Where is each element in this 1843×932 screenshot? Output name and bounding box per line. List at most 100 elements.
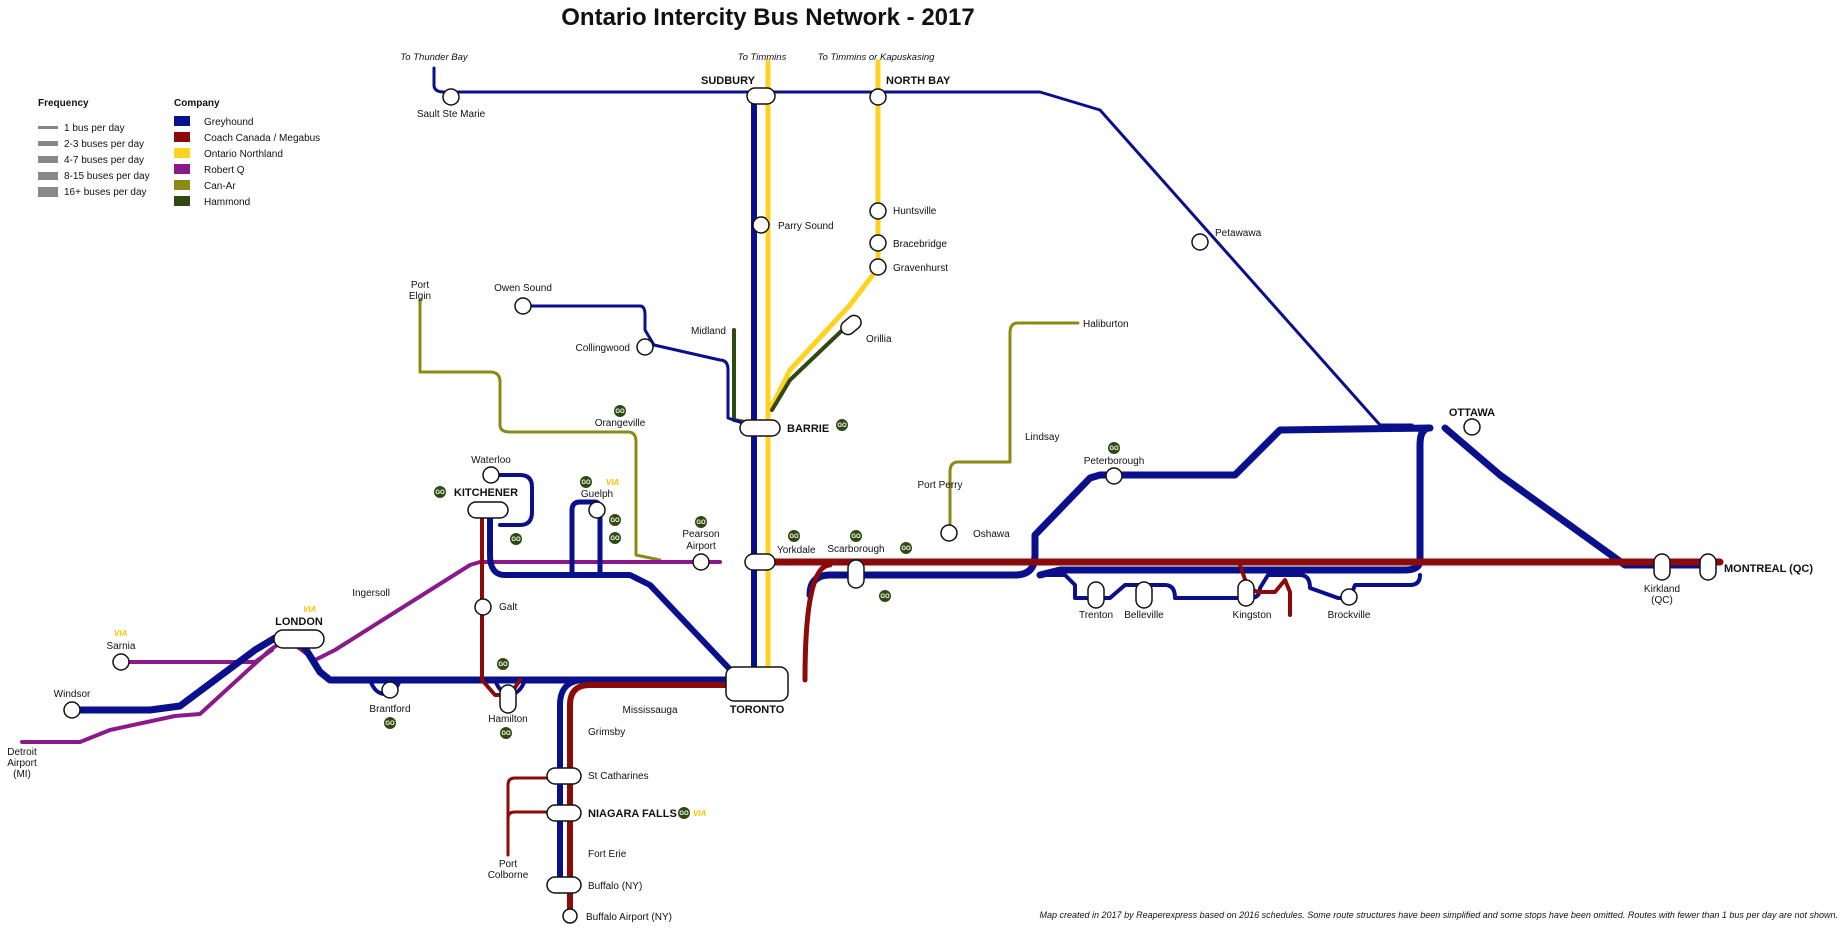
stop-trenton[interactable] bbox=[1087, 581, 1105, 609]
label-sarnia: Sarnia bbox=[107, 641, 136, 652]
route-greyhound-401 bbox=[1038, 573, 1422, 600]
map-title: Ontario Intercity Bus Network - 2017 bbox=[561, 4, 974, 31]
stop-belleville[interactable] bbox=[1135, 581, 1153, 609]
route-greyhound-owen-sound bbox=[521, 304, 750, 427]
freq-label-3: 4-7 buses per day bbox=[64, 155, 144, 166]
stop-huntsville[interactable] bbox=[869, 202, 887, 220]
stop-niagara-falls[interactable] bbox=[546, 804, 582, 822]
go-icon: GO bbox=[850, 530, 862, 542]
stop-sault-ste-marie[interactable] bbox=[442, 88, 460, 106]
stop-galt[interactable] bbox=[474, 598, 492, 616]
label-buffalo-airport: Buffalo Airport (NY) bbox=[586, 912, 672, 923]
svg-text:GO: GO bbox=[501, 731, 511, 737]
company-label-ontario-northland: Ontario Northland bbox=[204, 149, 283, 160]
svg-text:VIA: VIA bbox=[693, 809, 707, 818]
stop-petawawa[interactable] bbox=[1191, 233, 1209, 251]
stop-gravenhurst[interactable] bbox=[869, 258, 887, 276]
route-greyhound-north bbox=[432, 66, 1414, 427]
stop-owen-sound[interactable] bbox=[514, 297, 532, 315]
stop-brantford[interactable] bbox=[381, 681, 399, 699]
company-label-hammond: Hammond bbox=[204, 197, 250, 208]
route-coach-canada-port-colborne bbox=[506, 776, 562, 857]
stop-st-catharines[interactable] bbox=[546, 767, 582, 785]
via-icon: VIA bbox=[693, 809, 707, 818]
route-ontario-northland-north-bay bbox=[767, 59, 881, 413]
label-parry-sound: Parry Sound bbox=[778, 221, 834, 232]
stop-yorkdale[interactable] bbox=[744, 553, 776, 571]
svg-text:GO: GO bbox=[1109, 446, 1119, 452]
stop-peterborough[interactable] bbox=[1105, 467, 1123, 485]
svg-text:GO: GO bbox=[789, 534, 799, 540]
label-orillia: Orillia bbox=[866, 334, 892, 345]
stop-sarnia[interactable] bbox=[112, 653, 130, 671]
label-orangeville: Orangeville bbox=[595, 418, 646, 429]
stop-london[interactable] bbox=[273, 629, 325, 649]
label-fort-erie: Fort Erie bbox=[588, 849, 627, 860]
stop-brockville[interactable] bbox=[1340, 588, 1358, 606]
stop-pearson-airport[interactable] bbox=[692, 553, 710, 571]
label-london: LONDON bbox=[275, 616, 323, 628]
stop-guelph[interactable] bbox=[588, 501, 606, 519]
stop-orillia[interactable] bbox=[838, 313, 864, 338]
label-waterloo: Waterloo bbox=[471, 455, 511, 466]
stop-ottawa[interactable] bbox=[1463, 418, 1481, 436]
via-icon: VIA bbox=[606, 478, 620, 487]
svg-text:GO: GO bbox=[696, 520, 706, 526]
stop-kirkland[interactable] bbox=[1653, 553, 1671, 581]
label-collingwood: Collingwood bbox=[576, 343, 630, 354]
label-midland: Midland bbox=[691, 326, 726, 337]
label-port-colborne-1: Port bbox=[499, 859, 518, 870]
company-swatch-can-ar bbox=[174, 180, 190, 190]
stop-windsor[interactable] bbox=[63, 701, 81, 719]
stop-barrie[interactable] bbox=[739, 419, 781, 437]
go-icon: GO bbox=[500, 727, 512, 739]
stop-toronto[interactable] bbox=[725, 666, 789, 702]
stop-buffalo[interactable] bbox=[546, 876, 582, 894]
stop-scarborough[interactable] bbox=[847, 559, 865, 589]
label-sudbury: SUDBURY bbox=[701, 75, 756, 87]
stop-collingwood[interactable] bbox=[636, 338, 654, 356]
company-swatch-robert-q bbox=[174, 164, 190, 174]
svg-text:GO: GO bbox=[679, 811, 689, 817]
svg-text:GO: GO bbox=[610, 536, 620, 542]
go-icon: GO bbox=[788, 530, 800, 542]
svg-text:GO: GO bbox=[435, 490, 445, 496]
route-can-ar-haliburton bbox=[948, 321, 1080, 532]
via-icon: VIA bbox=[303, 605, 317, 614]
label-niagara-falls: NIAGARA FALLS bbox=[588, 808, 677, 820]
stop-buffalo-airport[interactable] bbox=[562, 908, 578, 924]
label-galt: Galt bbox=[499, 602, 518, 613]
stop-hamilton[interactable] bbox=[499, 684, 517, 714]
label-oshawa: Oshawa bbox=[973, 529, 1010, 540]
route-greyhound-niagara bbox=[557, 677, 743, 893]
go-icon: GO bbox=[609, 532, 621, 544]
stop-sudbury[interactable] bbox=[746, 87, 776, 105]
stop-kingston[interactable] bbox=[1237, 579, 1255, 607]
svg-text:VIA: VIA bbox=[114, 629, 128, 638]
label-scarborough: Scarborough bbox=[827, 544, 884, 555]
dest-timmins: To Timmins bbox=[738, 52, 787, 63]
label-mississauga: Mississauga bbox=[622, 705, 677, 716]
stop-north-bay[interactable] bbox=[869, 88, 887, 106]
stop-parry-sound[interactable] bbox=[752, 216, 770, 234]
label-petawawa: Petawawa bbox=[1215, 228, 1262, 239]
stop-waterloo[interactable] bbox=[482, 466, 500, 484]
svg-text:GO: GO bbox=[901, 546, 911, 552]
stop-bracebridge[interactable] bbox=[869, 234, 887, 252]
stop-oshawa[interactable] bbox=[940, 524, 958, 542]
route-greyhound-kitchener-toronto bbox=[487, 509, 743, 683]
svg-text:GO: GO bbox=[581, 480, 591, 486]
company-label-coach: Coach Canada / Megabus bbox=[204, 133, 320, 144]
label-kingston: Kingston bbox=[1233, 610, 1272, 621]
stop-montreal[interactable] bbox=[1699, 553, 1717, 581]
label-ingersoll: Ingersoll bbox=[352, 588, 390, 599]
label-detroit-1: Detroit bbox=[7, 747, 37, 758]
company-swatch-coach bbox=[174, 132, 190, 142]
stop-kitchener[interactable] bbox=[467, 501, 509, 519]
freq-swatch-5 bbox=[38, 187, 58, 197]
label-buffalo: Buffalo (NY) bbox=[588, 881, 642, 892]
label-hamilton: Hamilton bbox=[488, 714, 527, 725]
label-guelph: Guelph bbox=[581, 489, 613, 500]
route-robert-q-sarnia bbox=[116, 648, 274, 664]
go-icon: GO bbox=[900, 542, 912, 554]
